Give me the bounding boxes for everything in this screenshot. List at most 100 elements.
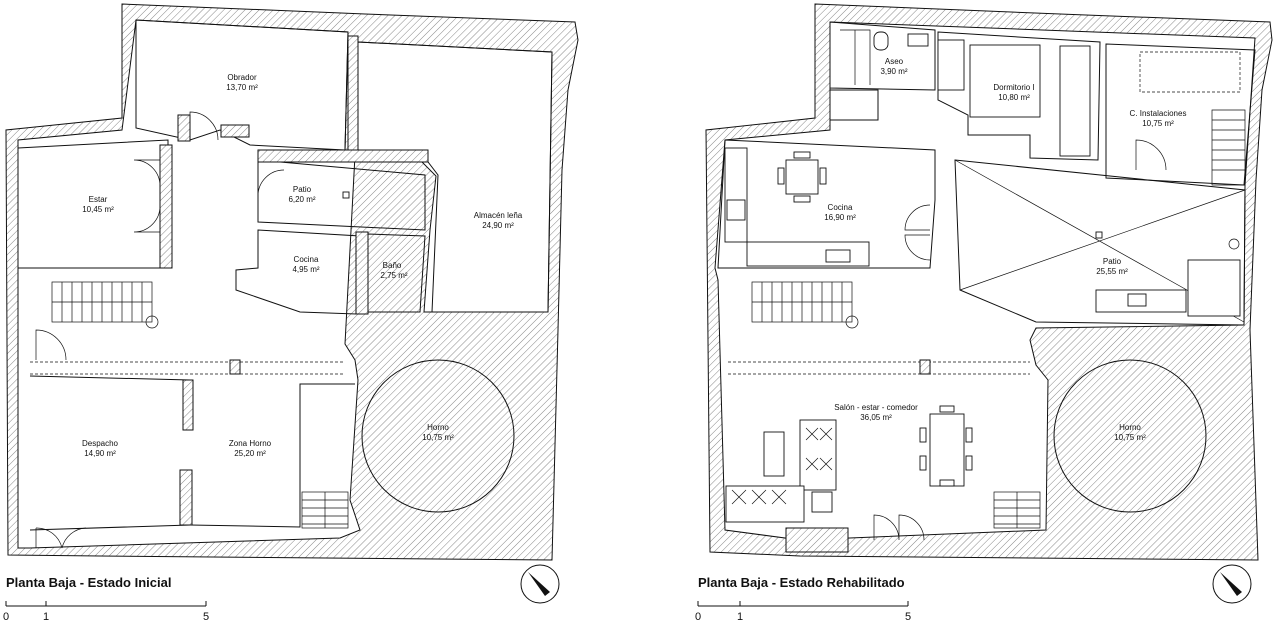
patio-shower: [1187, 259, 1241, 317]
room-name-cocina: Cocina: [294, 255, 319, 264]
plan-initial: Obrador 13,70 m² Estar 10,45 m² Patio 6,…: [3, 3, 579, 622]
room-area-bano: 2,75 m²: [380, 271, 407, 280]
patio-drain-rehab: [1095, 231, 1103, 239]
wall-patio: [257, 159, 426, 231]
stairs-instalaciones: [1139, 51, 1246, 186]
sink-aseo: [907, 33, 929, 47]
tv-unit: [763, 431, 785, 477]
room-name-instalaciones: C. Instalaciones: [1130, 109, 1187, 118]
kitchen-counter-bottom: [746, 241, 870, 267]
chair-d1: [919, 427, 927, 443]
outer-wall-initial: [5, 3, 579, 561]
plan-rehab: Aseo 3,90 m² Dormitorio I 10,80 m² C. In…: [695, 3, 1273, 622]
pillar-obrador-b: [220, 124, 250, 138]
wall-zona-horno: [189, 383, 355, 528]
horno-stairs-rehab: [993, 491, 1041, 529]
room-area-aseo: 3,90 m²: [880, 67, 907, 76]
room-name-despacho: Despacho: [82, 439, 119, 448]
scale-bar-rehab: 0 1 5: [695, 601, 911, 622]
patio-wall-band: [257, 149, 429, 163]
room-name-zona-horno: Zona Horno: [229, 439, 272, 448]
room-area-patio-rehab: 25,55 m²: [1096, 267, 1128, 276]
room-name-estar: Estar: [89, 195, 108, 204]
room-name-salon: Salón - estar - comedor: [834, 403, 918, 412]
room-area-dormitorio: 10,80 m²: [998, 93, 1030, 102]
sofa-bottom-cushions: [731, 489, 787, 505]
room-name-dormitorio: Dormitorio I: [993, 83, 1034, 92]
room-area-obrador: 13,70 m²: [226, 83, 258, 92]
kitchen-counter: [724, 147, 748, 243]
aseo-cabinet: [829, 89, 879, 121]
room-area-instalaciones: 10,75 m²: [1142, 119, 1174, 128]
room-name-cocina-rehab: Cocina: [828, 203, 853, 212]
room-area-patio: 6,20 m²: [288, 195, 315, 204]
room-area-salon: 36,05 m²: [860, 413, 892, 422]
stairs-rehab: [751, 281, 859, 329]
kitchen-sink: [825, 249, 851, 263]
sofa-bottom: [725, 485, 805, 523]
room-name-aseo: Aseo: [885, 57, 904, 66]
svg-text:1: 1: [43, 611, 49, 622]
window-sill: [785, 527, 849, 553]
svg-text:0: 0: [3, 611, 9, 622]
room-area-horno-rehab: 10,75 m²: [1114, 433, 1146, 442]
pillar-obrador-a: [177, 114, 191, 142]
column-initial: [229, 359, 241, 375]
door-salon: [873, 514, 925, 541]
room-name-horno-rehab: Horno: [1119, 423, 1141, 432]
patio-sink: [1127, 293, 1147, 307]
horno-circle-initial: [361, 359, 515, 513]
chair-k2: [819, 167, 827, 185]
wall-patio-rehab: [954, 159, 1246, 326]
patio-fixture: [1228, 238, 1240, 250]
door-estar: [133, 159, 161, 187]
wardrobe: [1059, 45, 1091, 157]
wall-bano: [367, 233, 426, 313]
patio-drain: [342, 191, 350, 199]
chair-k1: [777, 167, 785, 185]
room-area-estar: 10,45 m²: [82, 205, 114, 214]
nightstand: [937, 39, 965, 91]
cocina-wall-band: [355, 231, 369, 315]
north-arrow-icon-rehab: [1212, 564, 1252, 604]
coffee-table: [811, 491, 833, 513]
door-stair: [35, 329, 67, 361]
toilet-icon: [873, 31, 889, 51]
stairs-initial: [51, 281, 159, 329]
column-rehab: [919, 359, 931, 375]
room-name-almacen: Almacén leña: [474, 211, 523, 220]
room-name-patio-rehab: Patio: [1103, 257, 1122, 266]
plan-title-rehab: Planta Baja - Estado Rehabilitado: [698, 575, 905, 590]
room-name-patio: Patio: [293, 185, 312, 194]
room-name-horno: Horno: [427, 423, 449, 432]
wall-estar: [17, 139, 169, 269]
shower-lines: [840, 29, 871, 85]
dining-table: [929, 413, 965, 487]
room-area-despacho: 14,90 m²: [84, 449, 116, 458]
almacen-wall-band: [347, 35, 359, 157]
door-instalaciones: [1135, 139, 1167, 171]
wall-aseo: [829, 21, 936, 91]
despacho-wall-b: [179, 469, 193, 526]
svg-text:5: 5: [905, 611, 911, 622]
room-area-almacen: 24,90 m²: [482, 221, 514, 230]
horno-stairs-initial: [301, 491, 349, 529]
door-despacho: [35, 527, 87, 549]
room-area-horno: 10,75 m²: [422, 433, 454, 442]
horno-circle-rehab: [1053, 359, 1207, 513]
wall-cocina-rehab: [717, 139, 936, 269]
door-obrador: [189, 111, 219, 141]
plan-title-initial: Planta Baja - Estado Inicial: [6, 575, 171, 590]
svg-text:0: 0: [695, 611, 701, 622]
svg-text:5: 5: [203, 611, 209, 622]
room-area-cocina-rehab: 16,90 m²: [824, 213, 856, 222]
despacho-wall-a: [182, 379, 194, 431]
chair-d3: [965, 427, 973, 443]
estar-right-wall: [159, 144, 173, 269]
door-patio: [257, 169, 285, 197]
room-name-bano: Baño: [383, 261, 402, 270]
beam-line-rehab: [728, 361, 1030, 375]
dining-table-kitchen: [785, 159, 819, 195]
chair-k4: [793, 195, 811, 203]
